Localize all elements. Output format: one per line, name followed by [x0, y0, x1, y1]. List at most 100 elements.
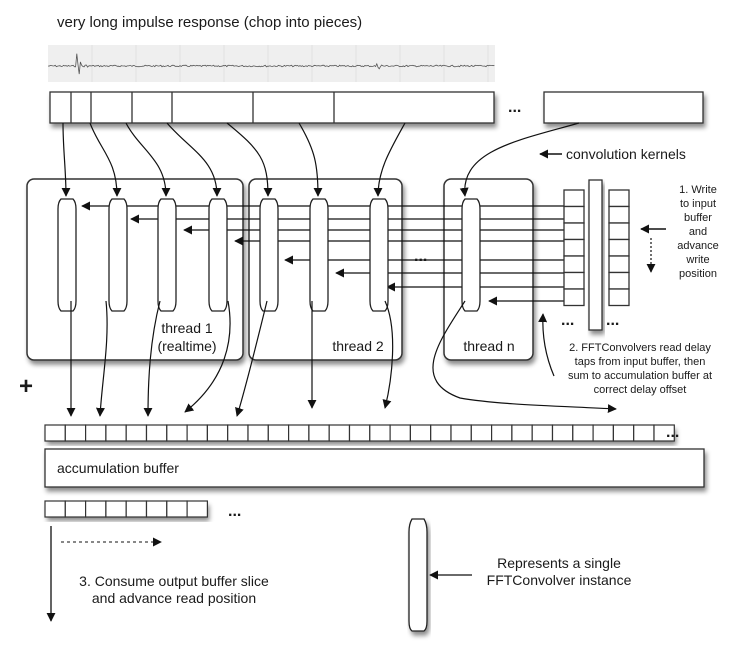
output-slice-cell — [125, 500, 148, 518]
thread-n-label: thread n — [463, 338, 514, 354]
accumulation-cell — [227, 424, 249, 442]
fftconvolver — [57, 198, 77, 312]
step-2-note: 2. FFTConvolvers read delay taps from inp… — [568, 342, 712, 396]
accumulation-cell — [145, 424, 168, 442]
output-slice-cell — [105, 500, 127, 518]
input-buffer-cell — [563, 288, 585, 307]
accumulation-cell — [511, 424, 533, 442]
step3-line: 3. Consume output buffer slice — [79, 573, 269, 589]
kernel-segments: ... — [49, 91, 704, 124]
accumulation-cell — [288, 424, 310, 442]
input-buffer-cell — [563, 255, 585, 274]
read-taps-arrow — [538, 313, 555, 377]
step1-line: 1. Write — [679, 184, 717, 196]
legend-line: FFTConvolver instance — [487, 572, 632, 588]
fftconvolver — [309, 198, 329, 312]
step1-line: buffer — [684, 212, 712, 224]
step1-line: write — [685, 254, 709, 266]
accumulation-cell — [389, 424, 412, 442]
accumulation-cell — [409, 424, 432, 442]
accumulation-cell — [551, 424, 574, 442]
accumulation-cell — [450, 424, 472, 442]
legend-fftconvolver-icon — [408, 518, 428, 632]
output-slice-cell — [166, 500, 188, 518]
accumulation-cell — [348, 424, 371, 442]
threads-ellipsis: ... — [414, 248, 427, 265]
accumulation-cell — [653, 424, 675, 442]
thread-2-label: thread 2 — [332, 338, 384, 354]
output-slice-cell — [64, 500, 87, 518]
output-slice-cell — [44, 500, 66, 518]
fftconvolver — [259, 198, 279, 312]
accumulation-cell — [592, 424, 614, 442]
accumulation-cells — [44, 424, 675, 442]
step2-line: taps from input buffer, then — [575, 356, 706, 368]
input-buffer-cell — [608, 222, 630, 241]
accumulation-cell — [186, 424, 209, 442]
accumulation-cell — [369, 424, 391, 442]
input-buffer-cell — [608, 189, 630, 208]
accumulation-cell — [633, 424, 655, 442]
accumulation-cell — [430, 424, 452, 442]
accumulation-buffer — [44, 448, 705, 488]
legend-line: Represents a single — [497, 555, 621, 571]
input-buffer-cell — [608, 238, 630, 257]
thread-1-sublabel: (realtime) — [157, 338, 216, 354]
output-ellipsis: ... — [228, 503, 241, 520]
input-buffer-cell — [608, 271, 630, 290]
input-buffer-ellipsis-right: ... — [606, 312, 619, 329]
step2-line: correct delay offset — [594, 384, 687, 396]
step3-line: and advance read position — [92, 590, 256, 606]
fftconvolver — [108, 198, 128, 312]
output-slice-cell — [84, 500, 107, 518]
input-buffer-cell — [563, 222, 585, 241]
input-buffer-write-head — [588, 179, 603, 331]
convolver-to-accumulation-arrows — [66, 300, 617, 417]
accumulation-cell — [267, 424, 290, 442]
output-slice-cell — [186, 500, 209, 518]
diagram-title: very long impulse response (chop into pi… — [57, 14, 362, 31]
step1-line: and — [689, 226, 707, 238]
kernel-strip — [49, 91, 495, 124]
input-buffer-cell — [563, 238, 585, 257]
accumulation-cell — [64, 424, 87, 442]
thread-1-box — [26, 178, 244, 361]
input-buffer-cell — [563, 189, 585, 208]
fftconvolver — [208, 198, 228, 312]
output-buffer-slice — [44, 500, 209, 518]
accumulation-cell — [44, 424, 66, 442]
fftconvolver — [461, 198, 481, 312]
sum-plus-sign: + — [19, 373, 33, 400]
input-buffer-ellipsis-left: ... — [561, 312, 574, 329]
kernels-label: convolution kernels — [566, 146, 686, 162]
accumulation-cell — [328, 424, 351, 442]
kernel-to-convolver-arrows — [61, 122, 580, 197]
step1-line: to input — [680, 198, 716, 210]
accumulation-buffer-label: accumulation buffer — [57, 460, 179, 476]
step2-line: sum to accumulation buffer at — [568, 370, 712, 382]
accumulation-cell — [247, 424, 269, 442]
input-buffer-cell — [608, 255, 630, 274]
kernel-last-segment — [543, 91, 704, 124]
accumulation-cell — [531, 424, 554, 442]
accumulation-cell — [105, 424, 127, 442]
input-buffer-cell — [608, 288, 630, 307]
output-slice-cell — [145, 500, 168, 518]
step-1-note: 1. Write to input buffer and advance write pos… — [677, 184, 719, 280]
accumulation-cell — [308, 424, 330, 442]
accumulation-cell — [612, 424, 635, 442]
accumulation-cell — [206, 424, 229, 442]
fftconvolver — [369, 198, 389, 312]
accumulation-cell — [84, 424, 107, 442]
step1-line: advance — [677, 240, 719, 252]
input-buffer-cell — [563, 205, 585, 224]
impulse-response-waveform — [47, 45, 495, 82]
kernel-ellipsis: ... — [508, 99, 521, 116]
fftconvolver — [157, 198, 177, 312]
step1-line: position — [679, 268, 717, 280]
step2-line: 2. FFTConvolvers read delay — [569, 342, 711, 354]
accumulation-cell — [166, 424, 188, 442]
